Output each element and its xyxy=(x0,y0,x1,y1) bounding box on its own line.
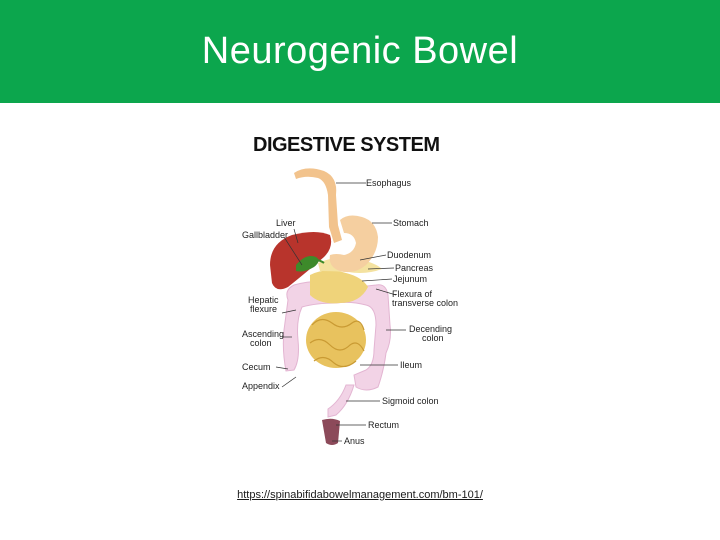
leader-liver xyxy=(293,228,299,244)
small-intestine-coils xyxy=(309,318,365,368)
label-sigmoid: Sigmoid colon xyxy=(382,396,439,406)
leader-duodenum xyxy=(359,254,387,261)
small-intestine-shape xyxy=(306,312,366,368)
leader-flexura xyxy=(375,288,397,296)
jejunum-shape xyxy=(310,270,368,304)
leader-appendix xyxy=(281,376,297,388)
label-anus: Anus xyxy=(344,436,365,446)
label-duodenum: Duodenum xyxy=(387,250,431,260)
figure-title: DIGESTIVE SYSTEM xyxy=(253,134,439,156)
label-ascending-line2: colon xyxy=(250,338,272,348)
label-hepatic-line1: Hepatic xyxy=(248,295,279,305)
label-cecum: Cecum xyxy=(242,362,271,372)
label-flexura-line2: transverse colon xyxy=(392,298,458,308)
label-jejunum: Jejunum xyxy=(393,274,427,284)
label-gallbladder: Gallbladder xyxy=(242,230,288,240)
leader-pancreas xyxy=(367,267,395,270)
leader-cecum xyxy=(275,366,289,370)
source-link[interactable]: https://spinabifidabowelmanagement.com/b… xyxy=(237,489,483,501)
leader-hepatic xyxy=(281,309,297,314)
label-hepatic-line2: flexure xyxy=(250,304,277,314)
label-flexura-line1: Flexura of xyxy=(392,289,433,299)
stomach-shape xyxy=(329,215,378,273)
leader-gallbladder xyxy=(283,236,303,266)
label-liver: Liver xyxy=(276,218,296,228)
bile-duct xyxy=(305,259,325,264)
digestive-system-diagram: DIGESTIVE SYSTEM xyxy=(242,134,458,446)
label-rectum: Rectum xyxy=(368,420,399,430)
esophagus-shape xyxy=(294,168,342,243)
sigmoid-shape xyxy=(327,384,355,418)
leader-jejunum xyxy=(361,278,393,282)
label-ileum: Ileum xyxy=(400,360,422,370)
rectum-shape xyxy=(322,418,340,445)
label-ascending-line1: Ascending xyxy=(242,329,284,339)
label-stomach: Stomach xyxy=(393,218,429,228)
digestive-system-figure: DIGESTIVE SYSTEM xyxy=(236,125,486,455)
slide-header: Neurogenic Bowel xyxy=(0,0,720,103)
label-appendix: Appendix xyxy=(242,381,280,391)
label-decending-line2: colon xyxy=(422,333,444,343)
label-esophagus: Esophagus xyxy=(366,178,412,188)
slide-title: Neurogenic Bowel xyxy=(201,30,519,72)
label-decending-line1: Decending xyxy=(409,324,452,334)
label-pancreas: Pancreas xyxy=(395,263,434,273)
